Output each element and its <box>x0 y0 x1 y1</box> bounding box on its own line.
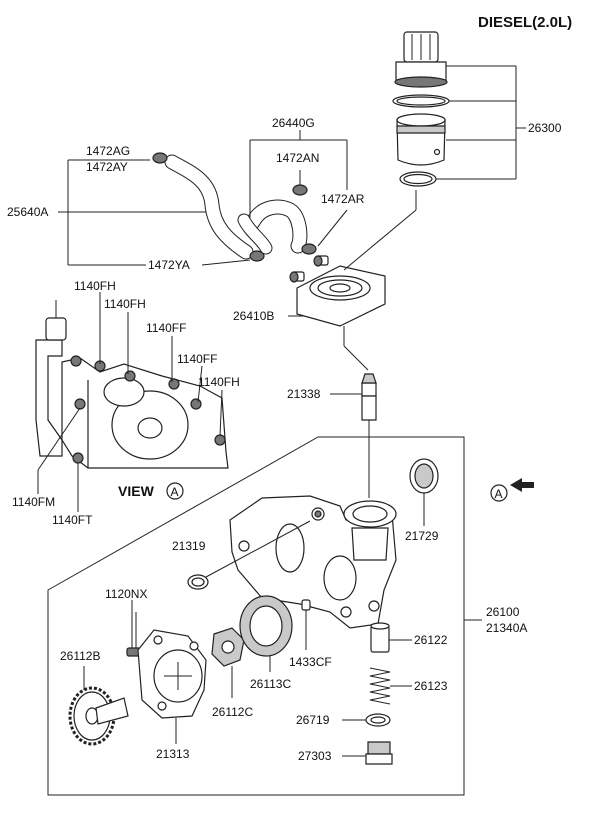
filter-cap-seal <box>394 76 448 88</box>
clamp-1472an <box>292 184 308 196</box>
label-26113c: 26113C <box>250 677 291 691</box>
label-1140fh-c: 1140FH <box>198 375 240 389</box>
label-1120nx: 1120NX <box>105 587 147 601</box>
label-1140ff-b: 1140FF <box>177 352 217 366</box>
ref-marker-circle <box>490 484 508 502</box>
label-21338: 21338 <box>287 387 321 401</box>
oil-cooler-26410b <box>289 255 386 327</box>
label-26112b: 26112B <box>60 649 100 663</box>
hose-26440g <box>237 199 308 255</box>
label-1140fm: 1140FM <box>12 495 55 509</box>
label-1140ff-a: 1140FF <box>146 321 186 335</box>
label-26440g: 26440G <box>272 116 315 130</box>
label-27303: 27303 <box>298 749 332 763</box>
label-1472ar: 1472AR <box>321 192 365 206</box>
ref-marker: A <box>495 487 503 501</box>
bolt-21338 <box>361 373 377 421</box>
plunger-26122 <box>370 622 390 653</box>
dipstick-tube-top <box>45 317 67 341</box>
hose-25640a <box>164 154 254 260</box>
label-26719: 26719 <box>296 713 330 727</box>
label-25640a: 25640A <box>7 205 48 219</box>
outer-rotor-26113c <box>239 595 293 657</box>
label-26123: 26123 <box>414 679 448 693</box>
label-21319: 21319 <box>172 539 206 553</box>
inner-rotor-26112c <box>211 627 245 667</box>
pump-cover-21313 <box>137 629 207 719</box>
oil-filter-assembly <box>392 31 450 187</box>
view-marker-circle <box>166 482 184 500</box>
label-1472ay: 1472AY <box>86 160 128 174</box>
label-1472ya: 1472YA <box>148 258 190 272</box>
label-26122: 26122 <box>414 633 448 647</box>
view-label: VIEW <box>118 483 155 499</box>
leader-26440g <box>249 130 348 247</box>
label-21340a: 21340A <box>486 621 527 635</box>
diagram-title: DIESEL(2.0L) <box>478 14 572 31</box>
pump-assembly-outline <box>47 436 465 796</box>
gear-26112b <box>68 686 129 746</box>
label-1140fh-a: 1140FH <box>74 279 116 293</box>
engine-bolts <box>70 355 226 464</box>
label-21729: 21729 <box>405 529 439 543</box>
label-21313: 21313 <box>156 747 190 761</box>
label-26112c: 26112C <box>212 705 253 719</box>
clamp-1472ar <box>301 243 317 255</box>
seal-21729 <box>409 458 439 494</box>
pin-1433cf <box>301 599 311 611</box>
plug-27303 <box>365 741 393 765</box>
clamp-1472ya <box>249 250 265 262</box>
direction-arrow-icon <box>510 478 534 492</box>
label-1472an: 1472AN <box>276 151 319 165</box>
label-1140ft: 1140FT <box>52 513 93 527</box>
engine-block-view-a <box>35 300 229 469</box>
leaders-1140-series <box>37 292 223 512</box>
label-1433cf: 1433CF <box>289 655 332 669</box>
spring-26123 <box>369 667 391 705</box>
leader-1472ag-group <box>58 159 251 266</box>
label-1472ag: 1472AG <box>86 144 130 158</box>
view-marker: A <box>171 485 179 499</box>
label-26410b: 26410B <box>233 309 274 323</box>
label-26300: 26300 <box>528 121 562 135</box>
clamp-1472ag <box>152 152 168 164</box>
label-1140fh-b: 1140FH <box>104 297 146 311</box>
label-26100: 26100 <box>486 605 520 619</box>
leader-26300 <box>436 65 526 180</box>
